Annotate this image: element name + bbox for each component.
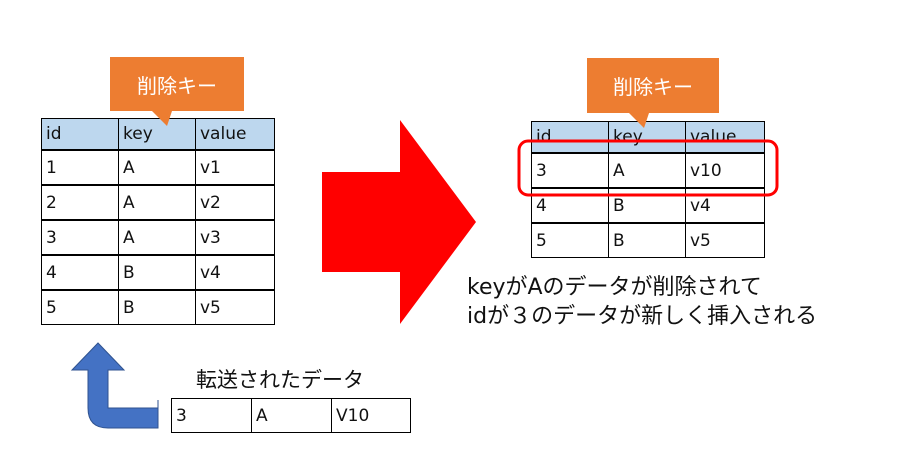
transferred-data-label: 転送されたデータ bbox=[196, 368, 364, 392]
cell-id: 1 bbox=[41, 149, 119, 186]
callout-label: 削除キー bbox=[137, 73, 217, 98]
result-table: id key value 3 A v10 4 B v4 5 B v5 bbox=[531, 121, 765, 258]
bent-arrow-icon bbox=[70, 342, 159, 429]
cell-value: v5 bbox=[195, 289, 275, 325]
cell-value: V10 bbox=[331, 398, 411, 433]
cell-key: A bbox=[251, 398, 332, 433]
cell-value: v2 bbox=[195, 184, 275, 221]
cell-id: 3 bbox=[41, 219, 119, 256]
cell-key: B bbox=[118, 254, 196, 291]
cell-key: A bbox=[118, 219, 196, 256]
table-row: 4 B v4 bbox=[41, 254, 275, 291]
table-row: 5 B v5 bbox=[531, 222, 765, 258]
delete-key-callout-left: 削除キー bbox=[110, 57, 244, 111]
highlight-box bbox=[517, 139, 779, 197]
description-line-2: idが３のデータが新しく挿入される bbox=[467, 304, 818, 329]
cell-key: A bbox=[608, 152, 686, 189]
callout-label: 削除キー bbox=[613, 75, 693, 99]
cell-key: B bbox=[118, 289, 196, 325]
header-value: value bbox=[685, 121, 765, 154]
table-row: 3 A V10 bbox=[171, 398, 411, 433]
cell-value: v1 bbox=[195, 149, 275, 186]
header-id: id bbox=[41, 118, 119, 151]
cell-value: v4 bbox=[195, 254, 275, 291]
cell-id: 4 bbox=[41, 254, 119, 291]
cell-id: 5 bbox=[531, 222, 609, 258]
transferred-data-table: 3 A V10 bbox=[171, 398, 411, 433]
cell-id: 3 bbox=[171, 398, 252, 433]
result-table-header: id key value bbox=[531, 121, 765, 154]
cell-id: 4 bbox=[531, 187, 609, 224]
table-row: 1 A v1 bbox=[41, 149, 275, 186]
header-id: id bbox=[531, 121, 609, 154]
cell-id: 2 bbox=[41, 184, 119, 221]
big-arrow-icon bbox=[322, 120, 476, 324]
table-row: 2 A v2 bbox=[41, 184, 275, 221]
cell-id: 5 bbox=[41, 289, 119, 325]
delete-key-callout-right: 削除キー bbox=[587, 58, 719, 113]
source-table-header: id key value bbox=[41, 118, 275, 151]
description-line-1: keyがAのデータが削除されて bbox=[467, 275, 762, 300]
table-row: 3 A v3 bbox=[41, 219, 275, 256]
right-callout-tail bbox=[629, 113, 649, 128]
cell-value: v3 bbox=[195, 219, 275, 256]
header-key: key bbox=[608, 121, 686, 154]
table-row: 4 B v4 bbox=[531, 187, 765, 224]
cell-key: B bbox=[608, 222, 686, 258]
cell-value: v4 bbox=[685, 187, 765, 224]
left-callout-tail bbox=[152, 111, 172, 126]
table-row: 5 B v5 bbox=[41, 289, 275, 325]
cell-value: v5 bbox=[685, 222, 765, 258]
source-table: id key value 1 A v1 2 A v2 3 A v3 4 B v4… bbox=[41, 118, 275, 325]
